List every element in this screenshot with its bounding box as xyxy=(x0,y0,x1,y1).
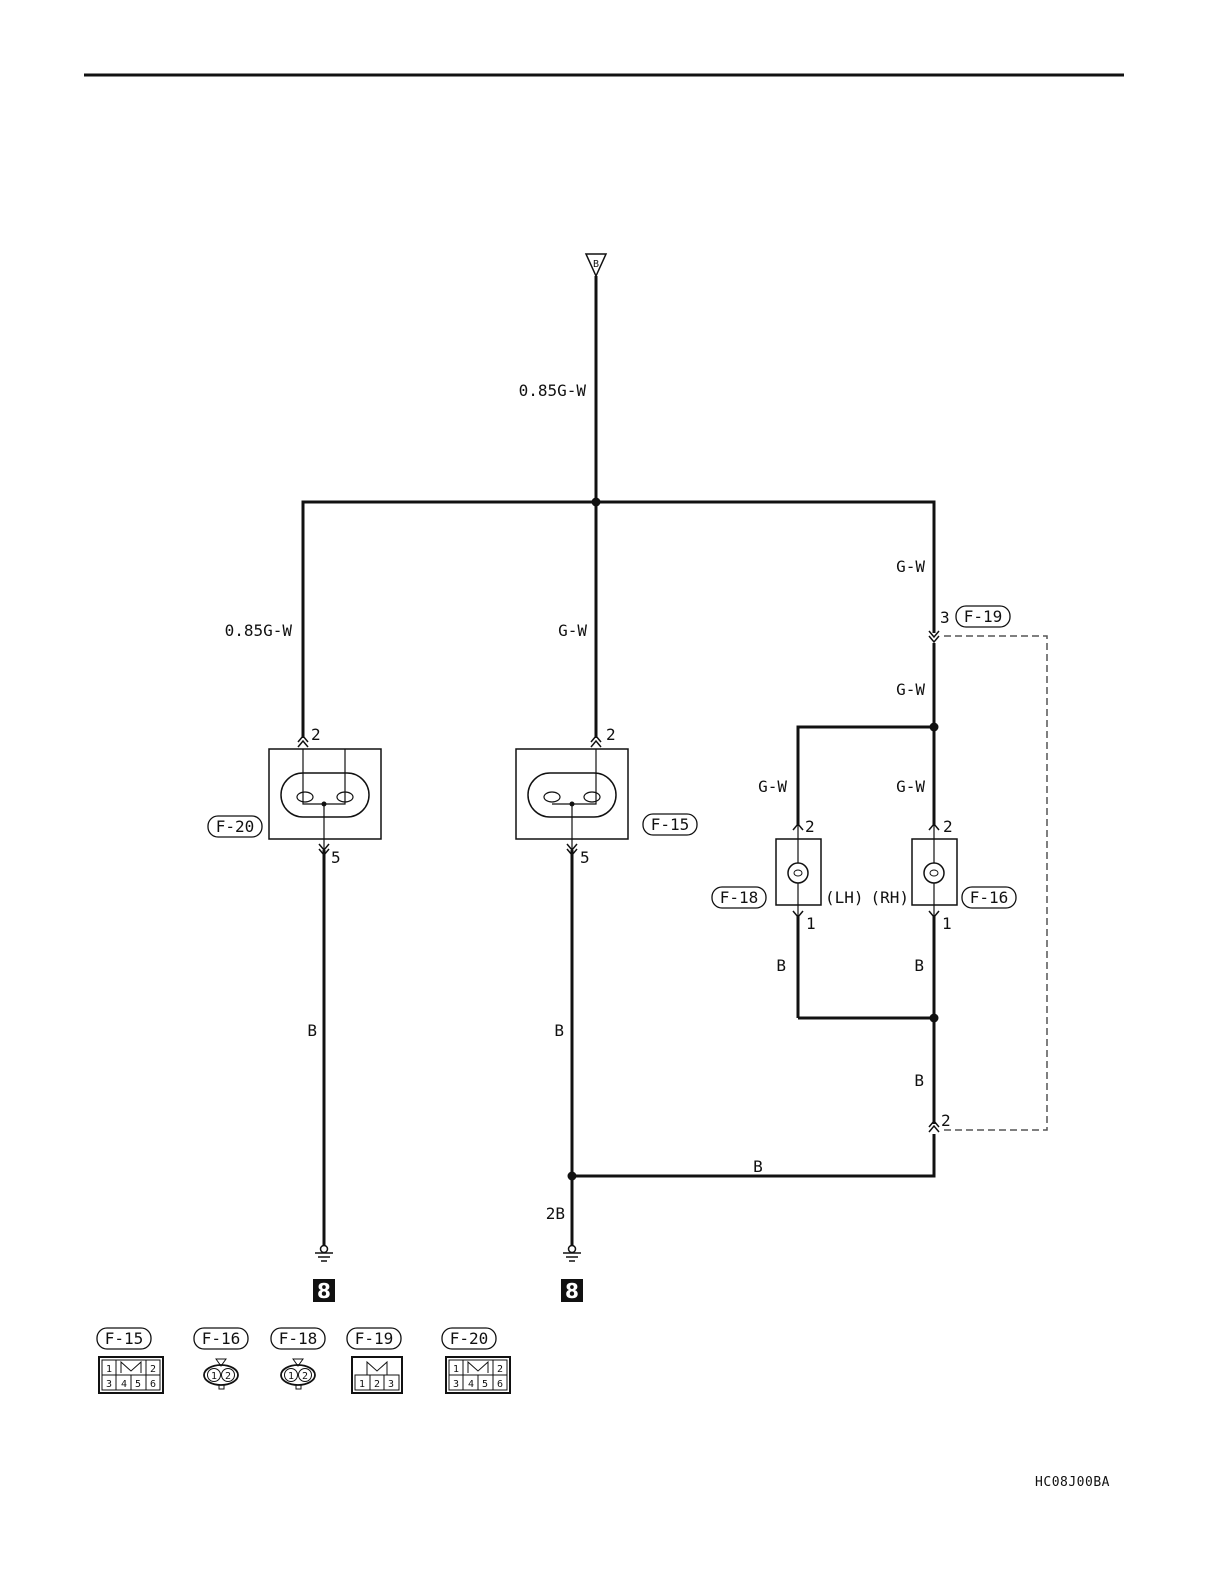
svg-text:2: 2 xyxy=(497,1364,503,1375)
legend-connector-f19: 1 2 3 xyxy=(352,1357,402,1393)
svg-text:6: 6 xyxy=(497,1379,503,1390)
lamp-f18 xyxy=(776,826,821,915)
side-label-rh: (RH) xyxy=(870,888,909,907)
wire-label-left-branch: 0.85G-W xyxy=(225,621,293,640)
svg-text:1: 1 xyxy=(359,1379,365,1390)
ground-point-left: 8 xyxy=(313,1279,335,1303)
svg-text:5: 5 xyxy=(482,1379,488,1390)
svg-text:F-20: F-20 xyxy=(450,1329,489,1348)
side-label-lh: (LH) xyxy=(825,888,864,907)
wire-label-rh-ground: B xyxy=(914,956,924,975)
svg-text:2: 2 xyxy=(374,1379,380,1390)
svg-text:6: 6 xyxy=(150,1379,156,1390)
tag-f15: F-15 xyxy=(643,814,697,835)
svg-text:3: 3 xyxy=(453,1379,459,1390)
pin-f19-bottom: 2 xyxy=(941,1111,951,1130)
wire-label-center-branch: G-W xyxy=(558,621,587,640)
svg-text:F-18: F-18 xyxy=(279,1329,318,1348)
tag-f20: F-20 xyxy=(208,816,262,837)
legend-tag-f20: F-20 xyxy=(442,1328,496,1349)
wire-label-lh-branch: G-W xyxy=(758,777,787,796)
svg-text:F-15: F-15 xyxy=(651,815,690,834)
wire-label-left-ground: B xyxy=(307,1021,317,1040)
pin-f20-bottom: 5 xyxy=(331,848,341,867)
power-source-terminal: B xyxy=(586,254,606,276)
svg-text:8: 8 xyxy=(565,1279,579,1303)
legend-connector-f15: 1 2 3 4 5 6 xyxy=(99,1357,163,1393)
figure-code: HC08J00BA xyxy=(1035,1475,1110,1490)
svg-text:1: 1 xyxy=(106,1364,112,1375)
wire-label-rh-branch: G-W xyxy=(896,777,925,796)
source-label: B xyxy=(593,259,599,270)
connector-marks xyxy=(298,631,939,1132)
pin-f18-bottom: 1 xyxy=(806,914,816,933)
wire-label-right-top: G-W xyxy=(896,557,925,576)
wire-label-center-bottom: 2B xyxy=(546,1204,565,1223)
ground-point-center: 8 xyxy=(561,1279,583,1303)
svg-text:F-19: F-19 xyxy=(964,607,1003,626)
svg-text:3: 3 xyxy=(106,1379,112,1390)
top-bus xyxy=(303,502,934,738)
pin-f18-top: 2 xyxy=(805,817,815,836)
legend-connector-f18: 1 2 xyxy=(281,1359,315,1389)
svg-text:F-19: F-19 xyxy=(355,1329,394,1348)
svg-text:F-15: F-15 xyxy=(105,1329,144,1348)
svg-text:F-20: F-20 xyxy=(216,817,255,836)
pin-f15-bottom: 5 xyxy=(580,848,590,867)
legend-connector-f20: 1 2 3 4 5 6 xyxy=(446,1357,510,1393)
svg-text:2: 2 xyxy=(225,1371,231,1382)
svg-text:4: 4 xyxy=(121,1379,127,1390)
svg-text:F-16: F-16 xyxy=(970,888,1009,907)
tag-f18: F-18 xyxy=(712,887,766,908)
wire-label-center-ground: B xyxy=(554,1021,564,1040)
svg-text:F-18: F-18 xyxy=(720,888,759,907)
tag-f19: F-19 xyxy=(956,606,1010,627)
pin-f20-top: 2 xyxy=(311,725,321,744)
svg-text:2: 2 xyxy=(150,1364,156,1375)
legend-tag-f16: F-16 xyxy=(194,1328,248,1349)
wire-label-return: B xyxy=(753,1157,763,1176)
lamp-f15 xyxy=(516,749,628,850)
lamp-f20 xyxy=(269,749,381,850)
svg-text:1: 1 xyxy=(211,1371,217,1382)
svg-text:1: 1 xyxy=(453,1364,459,1375)
lamp-f16 xyxy=(912,826,957,915)
connector-legend: F-15 F-16 F-18 F-19 F-20 1 2 xyxy=(97,1328,510,1393)
wire-label-right-mid: G-W xyxy=(896,680,925,699)
legend-tag-f15: F-15 xyxy=(97,1328,151,1349)
svg-text:3: 3 xyxy=(388,1379,394,1390)
ground-symbols xyxy=(315,1246,581,1262)
pin-f15-top: 2 xyxy=(606,725,616,744)
svg-text:F-16: F-16 xyxy=(202,1329,241,1348)
wire-label-right-lower: B xyxy=(914,1071,924,1090)
pin-f16-bottom: 1 xyxy=(942,914,952,933)
pin-f19-top: 3 xyxy=(940,608,950,627)
legend-connector-f16: 1 2 xyxy=(204,1359,238,1389)
wire-label-lh-ground: B xyxy=(776,956,786,975)
svg-text:2: 2 xyxy=(302,1371,308,1382)
legend-tag-f18: F-18 xyxy=(271,1328,325,1349)
pin-f16-top: 2 xyxy=(943,817,953,836)
svg-text:1: 1 xyxy=(288,1371,294,1382)
tag-f16: F-16 xyxy=(962,887,1016,908)
svg-text:8: 8 xyxy=(317,1279,331,1303)
legend-tag-f19: F-19 xyxy=(347,1328,401,1349)
wires xyxy=(303,276,934,1246)
svg-text:5: 5 xyxy=(135,1379,141,1390)
f19-connector-outline xyxy=(944,636,1047,1130)
wire-label-main: 0.85G-W xyxy=(519,381,587,400)
svg-text:4: 4 xyxy=(468,1379,474,1390)
